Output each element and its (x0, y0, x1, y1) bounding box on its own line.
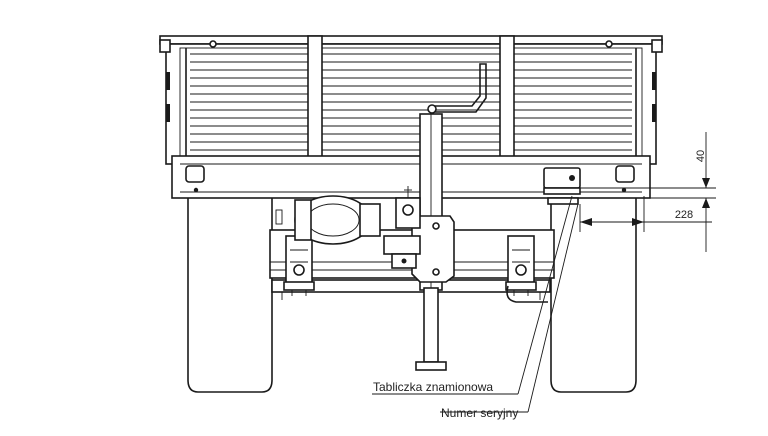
nameplate (543, 167, 581, 195)
spare-wheel-drum (275, 195, 381, 245)
cargo-body (159, 35, 663, 165)
tailgate-slats (190, 53, 632, 151)
jack-crank-handle (427, 63, 487, 114)
left-wheel (187, 185, 273, 393)
serial-number-plate (547, 197, 579, 205)
dimension-228-label: 228 (675, 209, 693, 221)
brake-hose (506, 285, 548, 303)
leader-lines (372, 195, 579, 413)
left-spring-bracket (283, 235, 315, 296)
dimension-40: 40 (580, 132, 716, 252)
nameplate-label: Tabliczka znamionowa (373, 380, 493, 394)
dimension-228: 228 (579, 196, 712, 232)
serial-number-label: Numer seryjny (441, 406, 518, 420)
right-spring-bracket (505, 235, 537, 296)
drawbar-plate (383, 186, 455, 283)
right-wheel (550, 185, 637, 393)
dimension-40-label: 40 (695, 150, 707, 162)
